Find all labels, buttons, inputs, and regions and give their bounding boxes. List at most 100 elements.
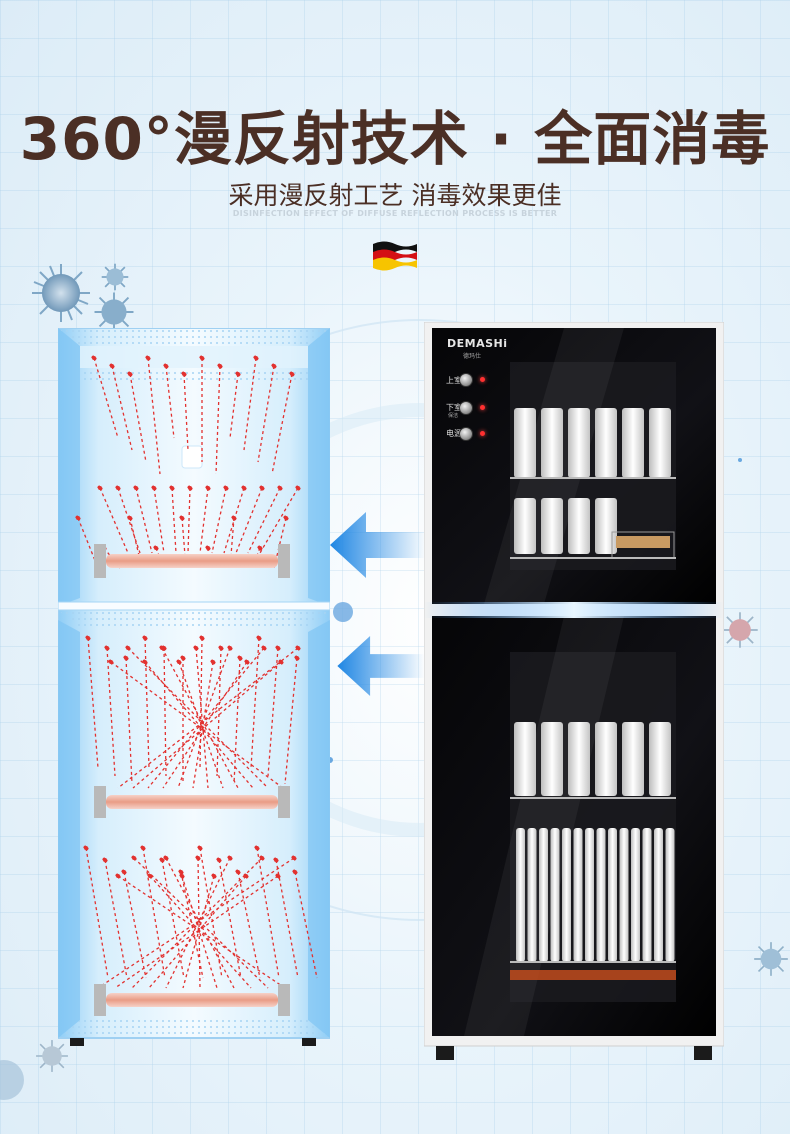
dish-plate [541,498,563,554]
dish-plate [568,408,590,478]
reflection-ray [237,871,261,979]
reflection-ray [294,871,318,979]
reflection-ray [181,875,218,989]
reflection-ray [178,661,224,789]
reflection-ray-tip [235,371,241,377]
dish-plate [596,828,606,962]
reflection-ray [161,647,239,789]
reflection-ray [247,487,281,554]
power-indicator-led [480,431,485,436]
headline-title: 360°漫反射技术 · 全面消毒 [19,105,771,173]
diffuse-reflection-diagram [58,328,330,1046]
germany-flag-icon [373,241,417,271]
reflection-ray-tip [75,515,81,521]
virus-icon [32,264,90,322]
reflection-ray [271,373,293,475]
reflection-ray-tip [151,485,157,491]
reflection-ray [129,373,147,463]
reflection-ray [148,875,247,989]
reflection-ray [199,847,223,979]
dish-plate [622,408,644,478]
reflection-ray-tip [123,655,129,661]
dish-plate [608,828,617,962]
reflection-ray [123,871,147,979]
reflection-ray [87,637,99,769]
dish-plate [514,408,536,478]
reflection-ray [161,859,185,979]
reflection-ray-tip [159,645,165,651]
reflection-ray-tip [292,869,298,875]
reflection-ray-tip [104,645,110,651]
reflection-ray-tip [159,857,165,863]
reflection-ray [135,487,153,554]
product-cabinet [424,322,724,1060]
brand-logo: DEMASHi [447,337,508,350]
reflection-ray-tip [115,485,121,491]
reflection-ray-tip [91,355,97,361]
reflection-ray [162,661,248,789]
reflection-ray-tip [187,485,193,491]
reflection-ray-tip [133,485,139,491]
reflection-ray [183,373,189,451]
reflection-ray [85,847,109,979]
dish-plate [654,828,663,962]
reflection-ray-tip [275,645,281,651]
dish-plate [585,828,594,962]
reflection-ray-tip [241,485,247,491]
reflection-ray-tip [227,855,233,861]
reflection-ray-tip [163,855,169,861]
reflection-ray [165,857,231,989]
dish-plate [550,828,560,962]
reflection-ray-tip [169,485,175,491]
reflection-ray-tip [210,659,216,665]
reflection-ray-tip [275,873,281,879]
dish-plate [595,722,617,796]
reflection-ray-tip [179,515,185,521]
reflection-ray-tip [231,515,237,521]
virus-icon [36,1040,68,1072]
reflection-ray-tip [216,857,222,863]
reflection-ray [165,857,235,989]
arrow-left-icon [330,512,426,578]
reflection-ray-tip [223,485,229,491]
reflection-ray-tip [115,873,121,879]
reflection-ray [133,857,269,989]
reflection-ray-tip [271,363,277,369]
reflection-ray-tip [181,371,187,377]
dish-plate [649,722,671,796]
reflection-ray [111,365,133,451]
reflection-ray-tip [211,873,217,879]
reflection-ray-tip [253,355,259,361]
reflection-ray-tip [237,655,243,661]
reflection-ray-tip [259,855,265,861]
reflection-ray [229,517,235,569]
reflection-ray [114,875,279,989]
reflection-ray [147,647,265,789]
arrow-left-icon [337,636,425,696]
reflection-ray-tip [217,363,223,369]
lower-chamber-knob[interactable] [459,401,473,415]
control-label-upper: 上室 [446,376,462,385]
upper-chamber-knob[interactable] [459,373,473,387]
reflection-ray-tip [109,363,115,369]
reflection-ray [229,373,239,439]
reflection-ray-tip [235,869,241,875]
reflection-ray-tip [256,635,262,641]
dish-plate [516,828,525,962]
reflection-ray-tip [259,485,265,491]
reflection-ray [187,487,191,554]
reflection-ray [147,357,161,475]
dish-plate [573,828,583,962]
reflection-ray-tip [142,635,148,641]
dish-plate [539,828,548,962]
reflection-ray-tip [205,485,211,491]
reflection-ray [132,661,282,789]
power-knob[interactable] [459,427,473,441]
reflection-ray-tip [289,371,295,377]
virus-icon [754,942,788,976]
reflection-ray [104,859,128,979]
brand-logo-sub: 德玛仕 [463,353,482,360]
dish-plate [631,828,640,962]
reflection-ray [211,487,227,554]
reflection-ray-tip [179,873,185,879]
